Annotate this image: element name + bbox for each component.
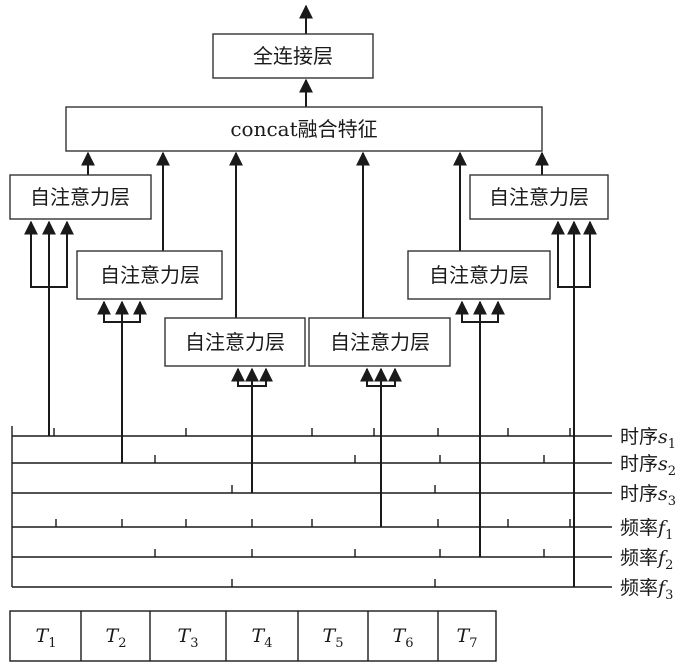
- time-step-label-3: T3: [178, 625, 199, 651]
- qkv-connector-s1: [24, 220, 74, 436]
- attention-box-f3: 自注意力层: [469, 174, 609, 220]
- concat-input-arrows: [81, 151, 549, 318]
- row-f2: [12, 549, 612, 558]
- fully-connected-layer-box: [212, 33, 374, 79]
- attention-label-f1: 自注意力层: [330, 330, 430, 354]
- time-step-strip: [9, 610, 497, 662]
- attention-label-s2: 自注意力层: [100, 263, 200, 287]
- attention-box-f2: 自注意力层: [407, 250, 551, 300]
- row-label-s2: 时序s2: [620, 453, 676, 479]
- time-step-label-2: T2: [106, 625, 127, 651]
- attention-label-s3: 自注意力层: [185, 330, 285, 354]
- qkv-connector-s2: [97, 300, 147, 463]
- time-step-label-6: T6: [393, 625, 414, 651]
- qkv-connector-f1: [360, 367, 402, 527]
- row-label-f2: 频率f2: [620, 547, 673, 573]
- attention-label-f2: 自注意力层: [429, 263, 529, 287]
- row-s3: [12, 485, 612, 494]
- fully-connected-layer-label: 全连接层: [253, 44, 333, 68]
- row-s1: [12, 428, 612, 437]
- attention-box-s1: 自注意力层: [9, 174, 152, 220]
- time-step-label-4: T4: [252, 625, 273, 651]
- concat-fusion-box: [65, 106, 543, 152]
- concat-fusion-label: concat融合特征: [230, 117, 377, 141]
- attention-box-s3: 自注意力层: [164, 317, 306, 367]
- time-step-label-5: T5: [323, 625, 344, 651]
- qkv-connector-f3: [551, 220, 597, 587]
- attention-box-s2: 自注意力层: [76, 250, 223, 300]
- time-step-label-7: T7: [457, 625, 478, 651]
- attention-label-s1: 自注意力层: [30, 185, 130, 209]
- row-label-f1: 频率f1: [620, 517, 673, 543]
- row-label-s1: 时序s1: [620, 426, 676, 452]
- row-label-s3: 时序s3: [620, 483, 676, 509]
- row-label-f3: 频率f3: [620, 577, 673, 603]
- row-f1: [12, 519, 612, 528]
- attention-box-f1: 自注意力层: [308, 317, 451, 367]
- row-s2: [12, 455, 612, 464]
- row-f3: [12, 579, 612, 588]
- qkv-connector-f2: [455, 300, 505, 557]
- qkv-connector-s3: [231, 367, 273, 493]
- time-step-label-1: T1: [36, 625, 57, 651]
- attention-label-f3: 自注意力层: [489, 185, 589, 209]
